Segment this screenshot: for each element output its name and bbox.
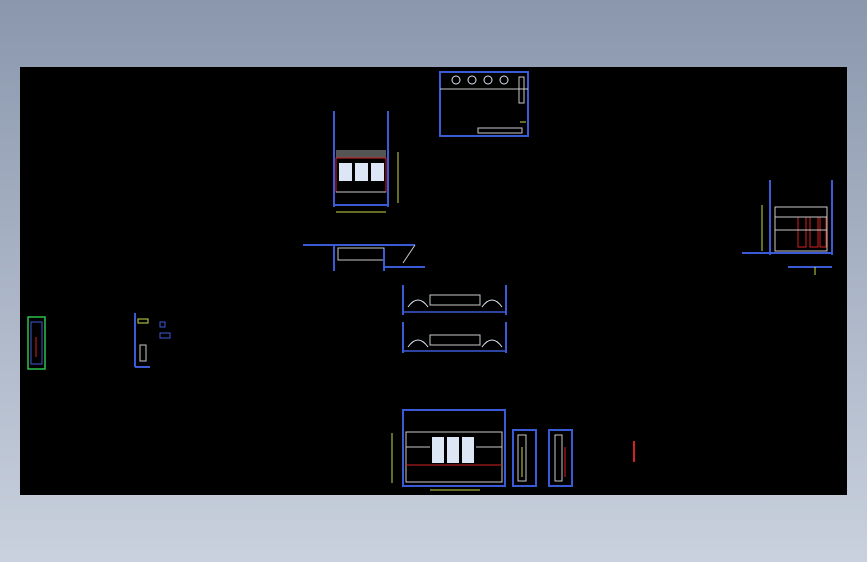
bottom-side-section-1[interactable] — [512, 429, 537, 487]
bottom-side-section-2[interactable] — [548, 429, 573, 487]
right-elevation[interactable] — [742, 180, 833, 275]
left-detail-green[interactable] — [27, 316, 46, 370]
elevation-three-panels[interactable] — [333, 111, 399, 213]
section-strip[interactable] — [303, 244, 425, 271]
plan-strip-upper[interactable] — [402, 285, 507, 315]
cad-canvas[interactable] — [20, 67, 847, 495]
top-plan-view[interactable] — [439, 71, 529, 137]
plan-strip-lower[interactable] — [402, 322, 507, 353]
bottom-elevation[interactable] — [391, 409, 506, 491]
cad-drawing — [27, 71, 833, 491]
left-middle-detail[interactable] — [134, 313, 171, 368]
